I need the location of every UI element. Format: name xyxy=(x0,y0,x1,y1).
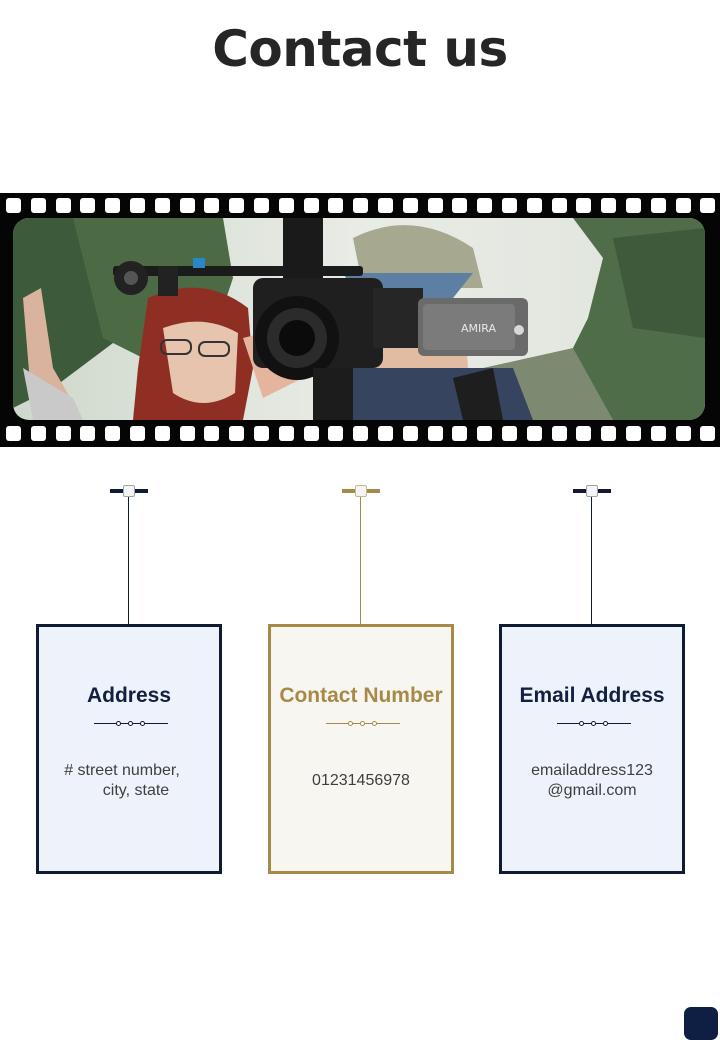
film-sprocket-hole xyxy=(576,198,592,213)
film-sprocket-hole xyxy=(700,426,716,441)
film-sprocket-hole xyxy=(328,426,344,441)
film-sprocket-hole xyxy=(30,198,46,213)
film-sprocket-hole xyxy=(378,198,393,213)
film-sprocket-hole xyxy=(278,198,294,213)
film-sprocket-hole xyxy=(452,426,468,441)
film-sprocket-hole xyxy=(526,198,542,213)
film-sprocket-hole xyxy=(551,198,567,213)
film-sprocket-hole xyxy=(675,198,691,213)
film-sprocket-hole xyxy=(303,426,319,441)
film-sprocket-hole xyxy=(303,198,319,213)
address-card: Address # street number, city, state xyxy=(36,624,222,874)
film-sprocket-hole xyxy=(601,198,617,213)
film-sprocket-hole xyxy=(254,198,269,213)
film-sprocket-hole xyxy=(402,198,418,213)
film-sprocket-hole xyxy=(378,426,393,441)
camera-crew-photo: AMIRA xyxy=(13,218,705,420)
film-sprocket-hole xyxy=(130,198,145,213)
film-sprocket-hole xyxy=(328,198,344,213)
film-sprocket-hole xyxy=(229,198,245,213)
film-sprocket-hole xyxy=(204,426,220,441)
email-divider xyxy=(557,719,631,729)
film-sprocket-hole xyxy=(427,198,443,213)
email-card: Email Address emailaddress123 @gmail.com xyxy=(499,624,685,874)
hanger-contact-number xyxy=(342,485,382,625)
film-sprocket-hole xyxy=(30,426,46,441)
film-sprocket-hole xyxy=(179,198,195,213)
film-sprocket-hole xyxy=(179,426,195,441)
film-sprocket-hole xyxy=(229,426,245,441)
film-sprocket-hole xyxy=(700,198,716,213)
film-sprocket-hole xyxy=(526,426,542,441)
film-sprocket-hole xyxy=(154,198,170,213)
film-sprocket-hole xyxy=(55,426,71,441)
film-sprocket-hole xyxy=(452,198,468,213)
contact-number-value: 01231456978 xyxy=(312,772,410,789)
film-sprocket-hole xyxy=(105,426,121,441)
film-sprocket-hole xyxy=(55,198,71,213)
film-sprocket-hole xyxy=(6,426,21,441)
film-sprocket-hole xyxy=(402,426,418,441)
page-title: Contact us xyxy=(212,20,508,78)
address-text: # street number, city, state xyxy=(39,761,219,801)
film-sprocket-hole xyxy=(6,198,21,213)
film-sprocket-hole xyxy=(80,426,96,441)
contact-number-card: Contact Number 01231456978 xyxy=(268,624,454,874)
email-line-1: emailaddress123 xyxy=(531,762,653,779)
film-sprocket-hole xyxy=(353,198,369,213)
film-sprocket-hole xyxy=(427,426,443,441)
film-sprocket-hole xyxy=(477,426,493,441)
film-sprocket-hole xyxy=(353,426,369,441)
film-sprocket-hole xyxy=(80,198,96,213)
contact-number-divider xyxy=(326,719,400,729)
film-sprocket-hole xyxy=(278,426,294,441)
film-strip: AMIRA xyxy=(0,193,720,447)
film-sprocket-hole xyxy=(576,426,592,441)
film-sprocket-hole xyxy=(675,426,691,441)
email-text: emailaddress123 @gmail.com xyxy=(502,761,682,801)
hanger-address xyxy=(110,485,150,625)
address-heading: Address xyxy=(86,684,172,707)
film-sprocket-hole xyxy=(154,426,170,441)
film-sprocket-hole xyxy=(650,198,666,213)
contact-number-text: 01231456978 xyxy=(271,771,451,791)
film-sprocket-hole xyxy=(626,426,641,441)
slide-corner-badge xyxy=(684,1007,718,1040)
contact-number-heading: Contact Number xyxy=(279,684,443,707)
camera-brand-label: AMIRA xyxy=(461,322,496,335)
film-sprocket-hole xyxy=(650,426,666,441)
address-divider xyxy=(94,719,168,729)
film-sprocket-hole xyxy=(254,426,269,441)
film-sprocket-hole xyxy=(105,198,121,213)
film-sprocket-hole xyxy=(601,426,617,441)
film-sprocket-hole xyxy=(477,198,493,213)
film-sprocket-hole xyxy=(626,198,641,213)
hanger-email xyxy=(573,485,613,625)
address-line-1: # street number, xyxy=(64,762,180,779)
film-sprocket-hole xyxy=(204,198,220,213)
film-sprocket-hole xyxy=(130,426,145,441)
email-heading: Email Address xyxy=(519,684,665,707)
film-sprocket-hole xyxy=(551,426,567,441)
film-sprockets-top xyxy=(0,198,720,214)
film-sprockets-bottom xyxy=(0,426,720,442)
film-sprocket-hole xyxy=(502,426,517,441)
address-line-2: city, state xyxy=(102,782,170,799)
film-sprocket-hole xyxy=(502,198,517,213)
email-line-2: @gmail.com xyxy=(547,782,637,799)
